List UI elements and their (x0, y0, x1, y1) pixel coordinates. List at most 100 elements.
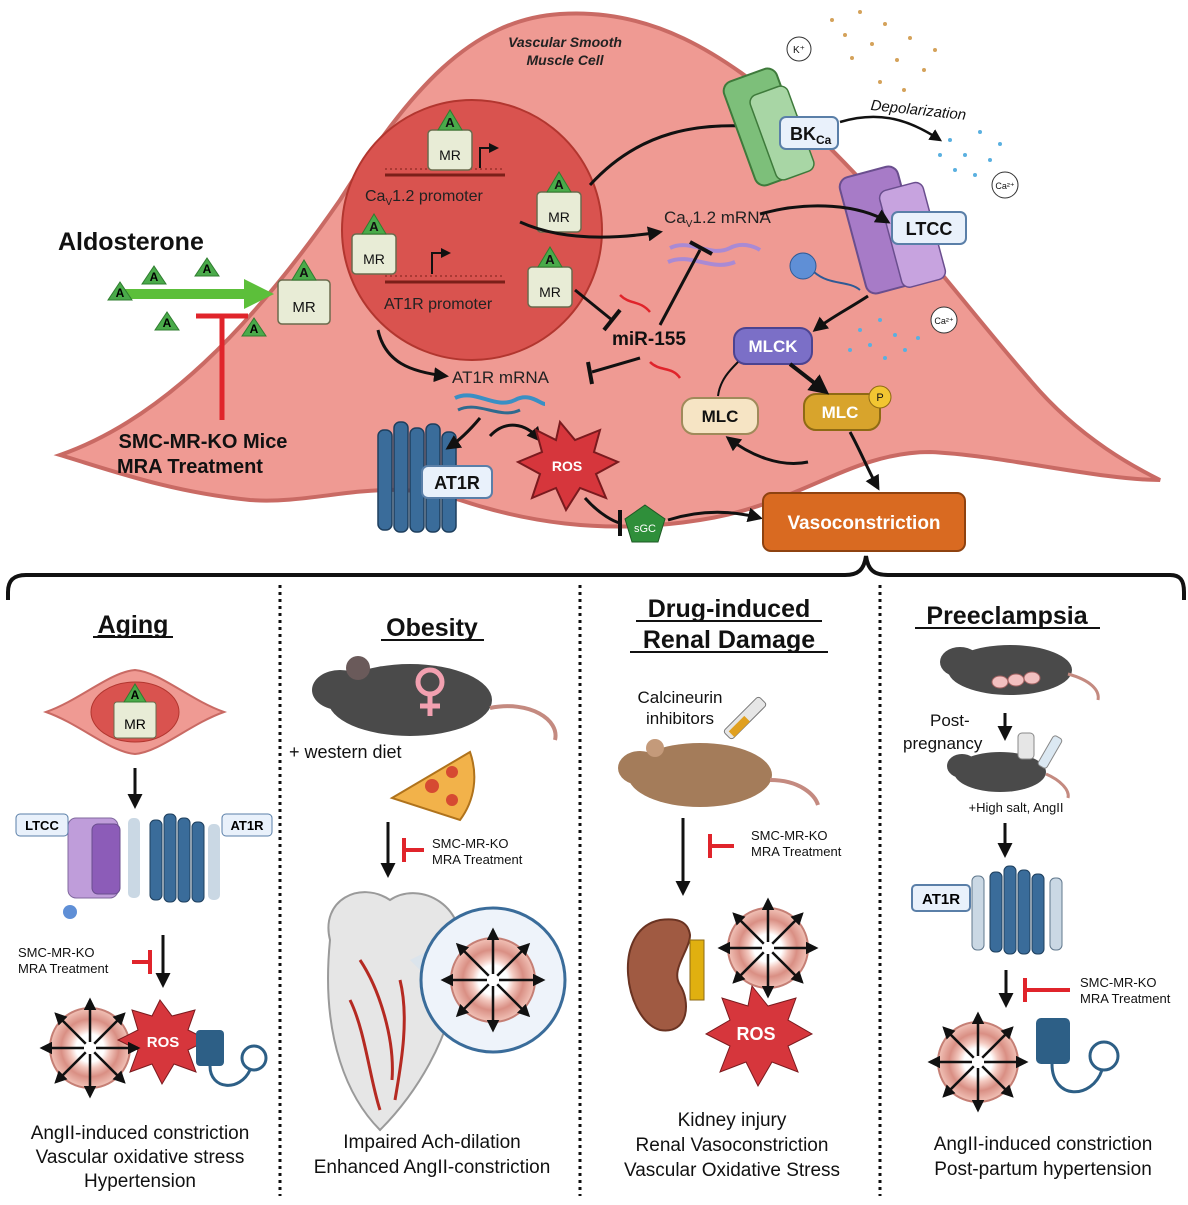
aldo-mol-2: A (150, 270, 159, 284)
mlc-p-label: MLC (822, 403, 859, 422)
aldo-mol-1: A (116, 286, 125, 300)
pizza-icon (389, 750, 476, 822)
blood-pressure-icon-preeclampsia (1036, 1018, 1120, 1094)
vessel-arrow (496, 942, 531, 977)
vasoconstriction-label: Vasoconstriction (787, 513, 940, 534)
ros-label-top: ROS (552, 458, 582, 474)
ltcc-label-box (891, 211, 967, 245)
k-ion-label: K⁺ (793, 45, 805, 56)
sgc-pentagon (624, 504, 666, 543)
vessel-arrow (942, 1065, 975, 1098)
block-label-line1: SMC-MR-KO Mice (119, 431, 288, 453)
preeclampsia-post-line1: Post- (930, 711, 970, 730)
preeclampsia-at1r-receptor (971, 865, 1063, 955)
mr-ligand-3: A (369, 219, 379, 234)
preeclampsia-block-line2: MRA Treatment (1080, 991, 1171, 1006)
mlc-to-mlck-link (717, 361, 739, 397)
vessel-arrow (93, 1051, 126, 1084)
mir155-label: miR-155 (612, 329, 686, 350)
ros-burst-top (515, 419, 621, 513)
at1r-to-ros (488, 423, 542, 443)
block-label-line2: MRA Treatment (117, 456, 263, 478)
aging-outcome-1: AngII-induced constriction (31, 1123, 250, 1144)
renal-drug-line2: inhibitors (646, 709, 714, 728)
vessel-arrow (455, 983, 490, 1018)
mlc-p-to-vaso (848, 431, 880, 491)
renal-outcome-3: Vascular Oxidative Stress (624, 1160, 840, 1181)
vessel-arrow (54, 1012, 87, 1045)
aging-inhibitor (132, 950, 152, 974)
obesity-block-line2: MRA Treatment (432, 852, 523, 867)
obesity-outcome-1: Impaired Ach-dilation (343, 1132, 520, 1153)
aldo-mol-5: A (250, 322, 259, 336)
mlck-to-mlc-p (788, 362, 830, 395)
renal-inhibitor (708, 834, 734, 858)
mr-label-cytoplasm: MR (292, 299, 315, 316)
aging-at1r-label: AT1R (231, 818, 265, 833)
depolarization-arrow (839, 115, 943, 142)
mlc-label: MLC (702, 407, 739, 426)
vessel-arrow (771, 912, 804, 945)
mr-complex-3: A MR (351, 213, 397, 275)
mouse-brown-icon (618, 739, 820, 807)
preeclampsia-at1r-box (911, 884, 971, 912)
vessel-arrow (732, 951, 765, 984)
ltcc-beta-subunit (789, 252, 817, 280)
cav-mrna-v: V (686, 219, 693, 230)
aging-ros-label: ROS (147, 1034, 180, 1051)
mouse-female-icon (312, 656, 558, 741)
cav-mrna-strand (669, 242, 762, 253)
mlck-box (733, 327, 813, 365)
renal-outcome-1: Kidney injury (678, 1110, 787, 1131)
cav-promoter-ca: Ca (365, 188, 386, 205)
at1r-mrna-to-receptor (445, 417, 482, 450)
mr-ligand-2: A (554, 177, 564, 192)
salt-mouse-icon (947, 732, 1070, 799)
cell-label-line2: Muscle Cell (526, 52, 604, 68)
mr-complex-cytoplasm: A MR (277, 259, 331, 325)
vessel-arrow (93, 1012, 126, 1045)
mr-complex-4: A MR (527, 246, 573, 308)
mir155-inhibit-at1r (591, 356, 641, 374)
depolarization-label: Depolarization (870, 97, 967, 124)
at1r-mrna-strand (454, 393, 546, 406)
cav-mrna-text: 1.2 mRNA (692, 208, 771, 227)
vessel-arrow (771, 951, 804, 984)
renal-title-line1: Drug-induced (648, 595, 811, 623)
aging-ros-burst (116, 999, 210, 1086)
at1r-promoter-text: AT1R promoter (384, 296, 493, 313)
svg-text:CaV1.2 promoter: CaV1.2 promoter (365, 188, 484, 208)
ca-ion-bottom (930, 306, 958, 334)
k-ion (786, 36, 812, 62)
renal-outcome-2: Renal Vasoconstriction (636, 1135, 829, 1156)
phospho-label: P (876, 392, 883, 404)
arrow-to-cav-mrna (519, 220, 663, 242)
preeclampsia-at1r-label: AT1R (922, 891, 960, 908)
cav-promoter-text: 1.2 promoter (392, 188, 483, 205)
renal-block-line1: SMC-MR-KO (751, 828, 828, 843)
mr-ligand-cytoplasm: A (299, 265, 309, 280)
vessel-arrow (54, 1051, 87, 1084)
preeclampsia-outcome-1: AngII-induced constriction (934, 1134, 1153, 1155)
vessel-expansion-arrows (39, 897, 1029, 1113)
mr-complex-2: A MR (536, 171, 582, 233)
obesity-outcome-2: Enhanced AngII-constriction (314, 1157, 551, 1178)
phospho-circle (868, 385, 892, 409)
renal-ros-burst (704, 984, 814, 1088)
renal-drug-line1: Calcineurin (637, 688, 722, 707)
mlc-p-box (803, 393, 881, 431)
aldosterone-molecules: A A A A A (107, 257, 267, 337)
kidney-icon (626, 918, 692, 1032)
ca-ion-top-label: Ca²⁺ (995, 181, 1015, 191)
ca-ion-top (991, 171, 1019, 199)
aging-outcome-2: Vascular oxidative stress (36, 1147, 245, 1168)
at1r-promoter: AT1R promoter (384, 248, 505, 313)
preeclampsia-title: Preeclampsia (926, 602, 1088, 630)
preeclampsia-block-line1: SMC-MR-KO (1080, 975, 1157, 990)
preeclampsia-inhibitor (1023, 978, 1070, 1002)
cell-label-line1: Vascular Smooth (508, 34, 622, 50)
vasoconstriction-box (762, 492, 966, 552)
cav-mrna-label: CaV1.2 mRNA (664, 208, 771, 230)
aging-ltcc-at1r (63, 813, 220, 919)
